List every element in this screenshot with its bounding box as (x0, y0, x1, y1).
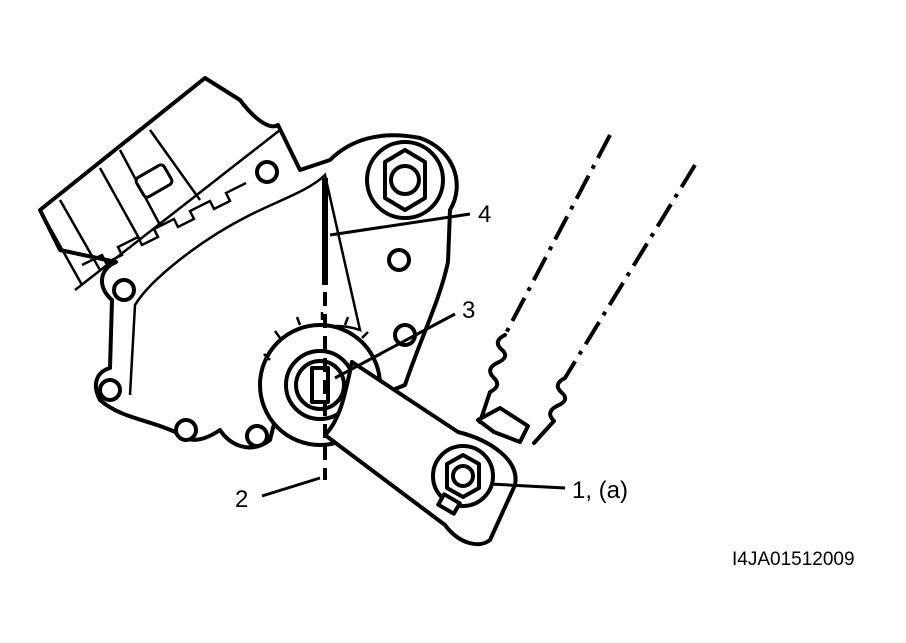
mounting-hole (387, 248, 411, 272)
leader-4 (329, 212, 471, 237)
manual-select-lever (323, 360, 518, 547)
callout-2: 2 (235, 486, 248, 513)
mounting-hole (255, 160, 279, 184)
shift-cable (476, 134, 697, 445)
figure-code: I4JA01512009 (732, 549, 855, 570)
connector-latch (134, 163, 174, 199)
mounting-hole (98, 378, 122, 402)
cable-end-fitting (476, 406, 530, 444)
leader-3 (334, 312, 456, 380)
leader-lines (261, 212, 566, 498)
mounting-hole (112, 278, 136, 302)
callout-3: 3 (462, 297, 475, 324)
leader-1 (489, 482, 566, 490)
mounting-hole (245, 424, 269, 448)
callout-4: 4 (478, 201, 491, 228)
callout-1: 1, (a) (572, 477, 628, 504)
leader-2 (261, 476, 321, 498)
mounting-hole (174, 418, 198, 442)
